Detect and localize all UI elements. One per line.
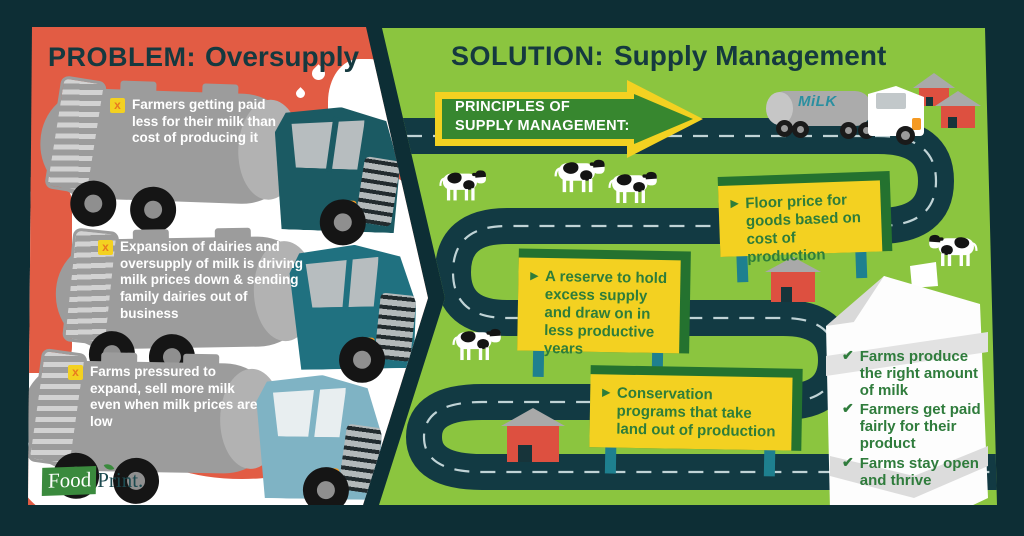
bullet-arrow-icon: ▶ (602, 387, 611, 399)
truck-wheel (776, 120, 793, 137)
checkmark-icon: ✔ (842, 347, 854, 363)
cow-icon (439, 169, 487, 202)
carton-check-3: ✔ Farms stay open and thrive (842, 453, 984, 489)
barn-door (925, 96, 934, 106)
carton-check-1: ✔ Farms produce the right amount of milk (842, 347, 984, 400)
truck-wheel (302, 466, 350, 505)
cow-icon (554, 158, 606, 194)
cow-icon (608, 170, 658, 205)
problem-note-1: x Farmers getting paid less for their mi… (110, 97, 278, 147)
cab-window (876, 93, 906, 109)
milk-carton: ✔ Farms produce the right amount of milk… (822, 260, 992, 505)
truck-wheel (69, 179, 118, 228)
sign-floor-price: ▶ Floor price for goods based on cost of… (717, 171, 893, 283)
barn-icon (935, 91, 981, 128)
banner-line-1: PRINCIPLES OF (455, 99, 571, 115)
banner-text: PRINCIPLES OF SUPPLY MANAGEMENT: (455, 98, 630, 136)
sign-conservation-text: Conservation programs that take land out… (616, 384, 776, 441)
bullet-arrow-icon: ▶ (730, 198, 739, 210)
carton-check-1-text: Farms produce the right amount of milk (859, 348, 979, 400)
x-icon: x (110, 98, 125, 113)
barn-icon (765, 257, 821, 302)
barn-icon (501, 408, 565, 462)
cow-icon (452, 327, 502, 362)
truck-wheel (896, 126, 915, 145)
carton-checklist: ✔ Farms produce the right amount of milk… (842, 347, 984, 491)
truck-wheel (792, 121, 809, 138)
problem-note-2: x Expansion of dairies and oversupply of… (98, 239, 304, 323)
solution-title: SOLUTION: Supply Management (451, 40, 886, 72)
x-icon: x (98, 240, 113, 255)
carton-check-2: ✔ Farmers get paid fairly for their prod… (842, 400, 984, 453)
sign-conservation: ▶ Conservation programs that take land o… (589, 365, 803, 477)
foodprint-logo-print: Print (97, 468, 139, 492)
x-icon: x (68, 365, 83, 380)
truck-wheel (840, 122, 857, 139)
problem-title-emphasis: Oversupply (205, 41, 360, 72)
solution-title-emphasis: Supply Management (614, 40, 887, 71)
barn-door (518, 444, 532, 462)
problem-title-label: PROBLEM: (48, 42, 196, 72)
solution-title-label: SOLUTION: (451, 41, 604, 71)
problem-note-1-text: Farmers getting paid less for their milk… (132, 97, 277, 146)
foodprint-logo-food: Food (41, 466, 97, 496)
solution-panel: SOLUTION: Supply Management PRINCIPLES OF… (379, 28, 997, 505)
checkmark-icon: ✔ (842, 453, 854, 470)
milk-delivery-truck: MiLK (766, 86, 928, 146)
sign-floor-price-text: Floor price for goods based on cost of p… (745, 191, 862, 267)
barn-door (780, 287, 793, 302)
milk-truck-label: MiLK (798, 93, 837, 110)
checkmark-icon: ✔ (842, 400, 854, 417)
sign-reserve: ▶ A reserve to hold excess supply and dr… (517, 248, 691, 380)
sign-face: ▶ Conservation programs that take land o… (589, 374, 793, 451)
bullet-arrow-icon: ▶ (530, 270, 539, 282)
sign-face: ▶ A reserve to hold excess supply and dr… (517, 257, 681, 358)
banner-line-2: SUPPLY MANAGEMENT: (455, 117, 630, 134)
problem-note-2-text: Expansion of dairies and oversupply of m… (120, 239, 304, 321)
problem-note-3: x Farms pressured to expand, sell more m… (68, 364, 260, 431)
barn-door (948, 116, 958, 128)
problem-panel: PROBLEM: Oversupply x Farmers getting pai… (28, 27, 428, 505)
carton-check-2-text: Farmers get paid fairly for their produc… (859, 401, 981, 453)
milk-carton-shape (826, 262, 988, 505)
sign-face: ▶ Floor price for goods based on cost of… (717, 180, 883, 266)
milk-truck-cab (868, 86, 924, 136)
carton-check-3-text: Farms stay open and thrive (859, 454, 979, 489)
foodprint-logo-period: . (138, 468, 144, 492)
problem-title: PROBLEM: Oversupply (48, 41, 359, 73)
truck-headlight (912, 118, 921, 130)
problem-note-3-text: Farms pressured to expand, sell more mil… (90, 364, 258, 430)
principles-arrow-banner (435, 80, 703, 158)
sign-reserve-text: A reserve to hold excess supply and draw… (543, 267, 668, 358)
